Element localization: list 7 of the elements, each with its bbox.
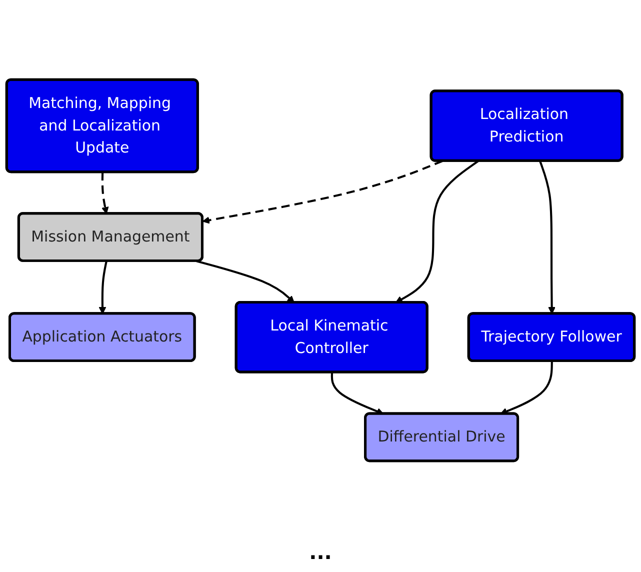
arrow <box>196 260 294 303</box>
arrow <box>539 160 556 314</box>
ellipsis-note: ... <box>309 540 332 564</box>
arrow <box>98 260 108 314</box>
arrow <box>202 160 443 224</box>
arrow <box>101 172 109 214</box>
arrow <box>395 160 479 303</box>
